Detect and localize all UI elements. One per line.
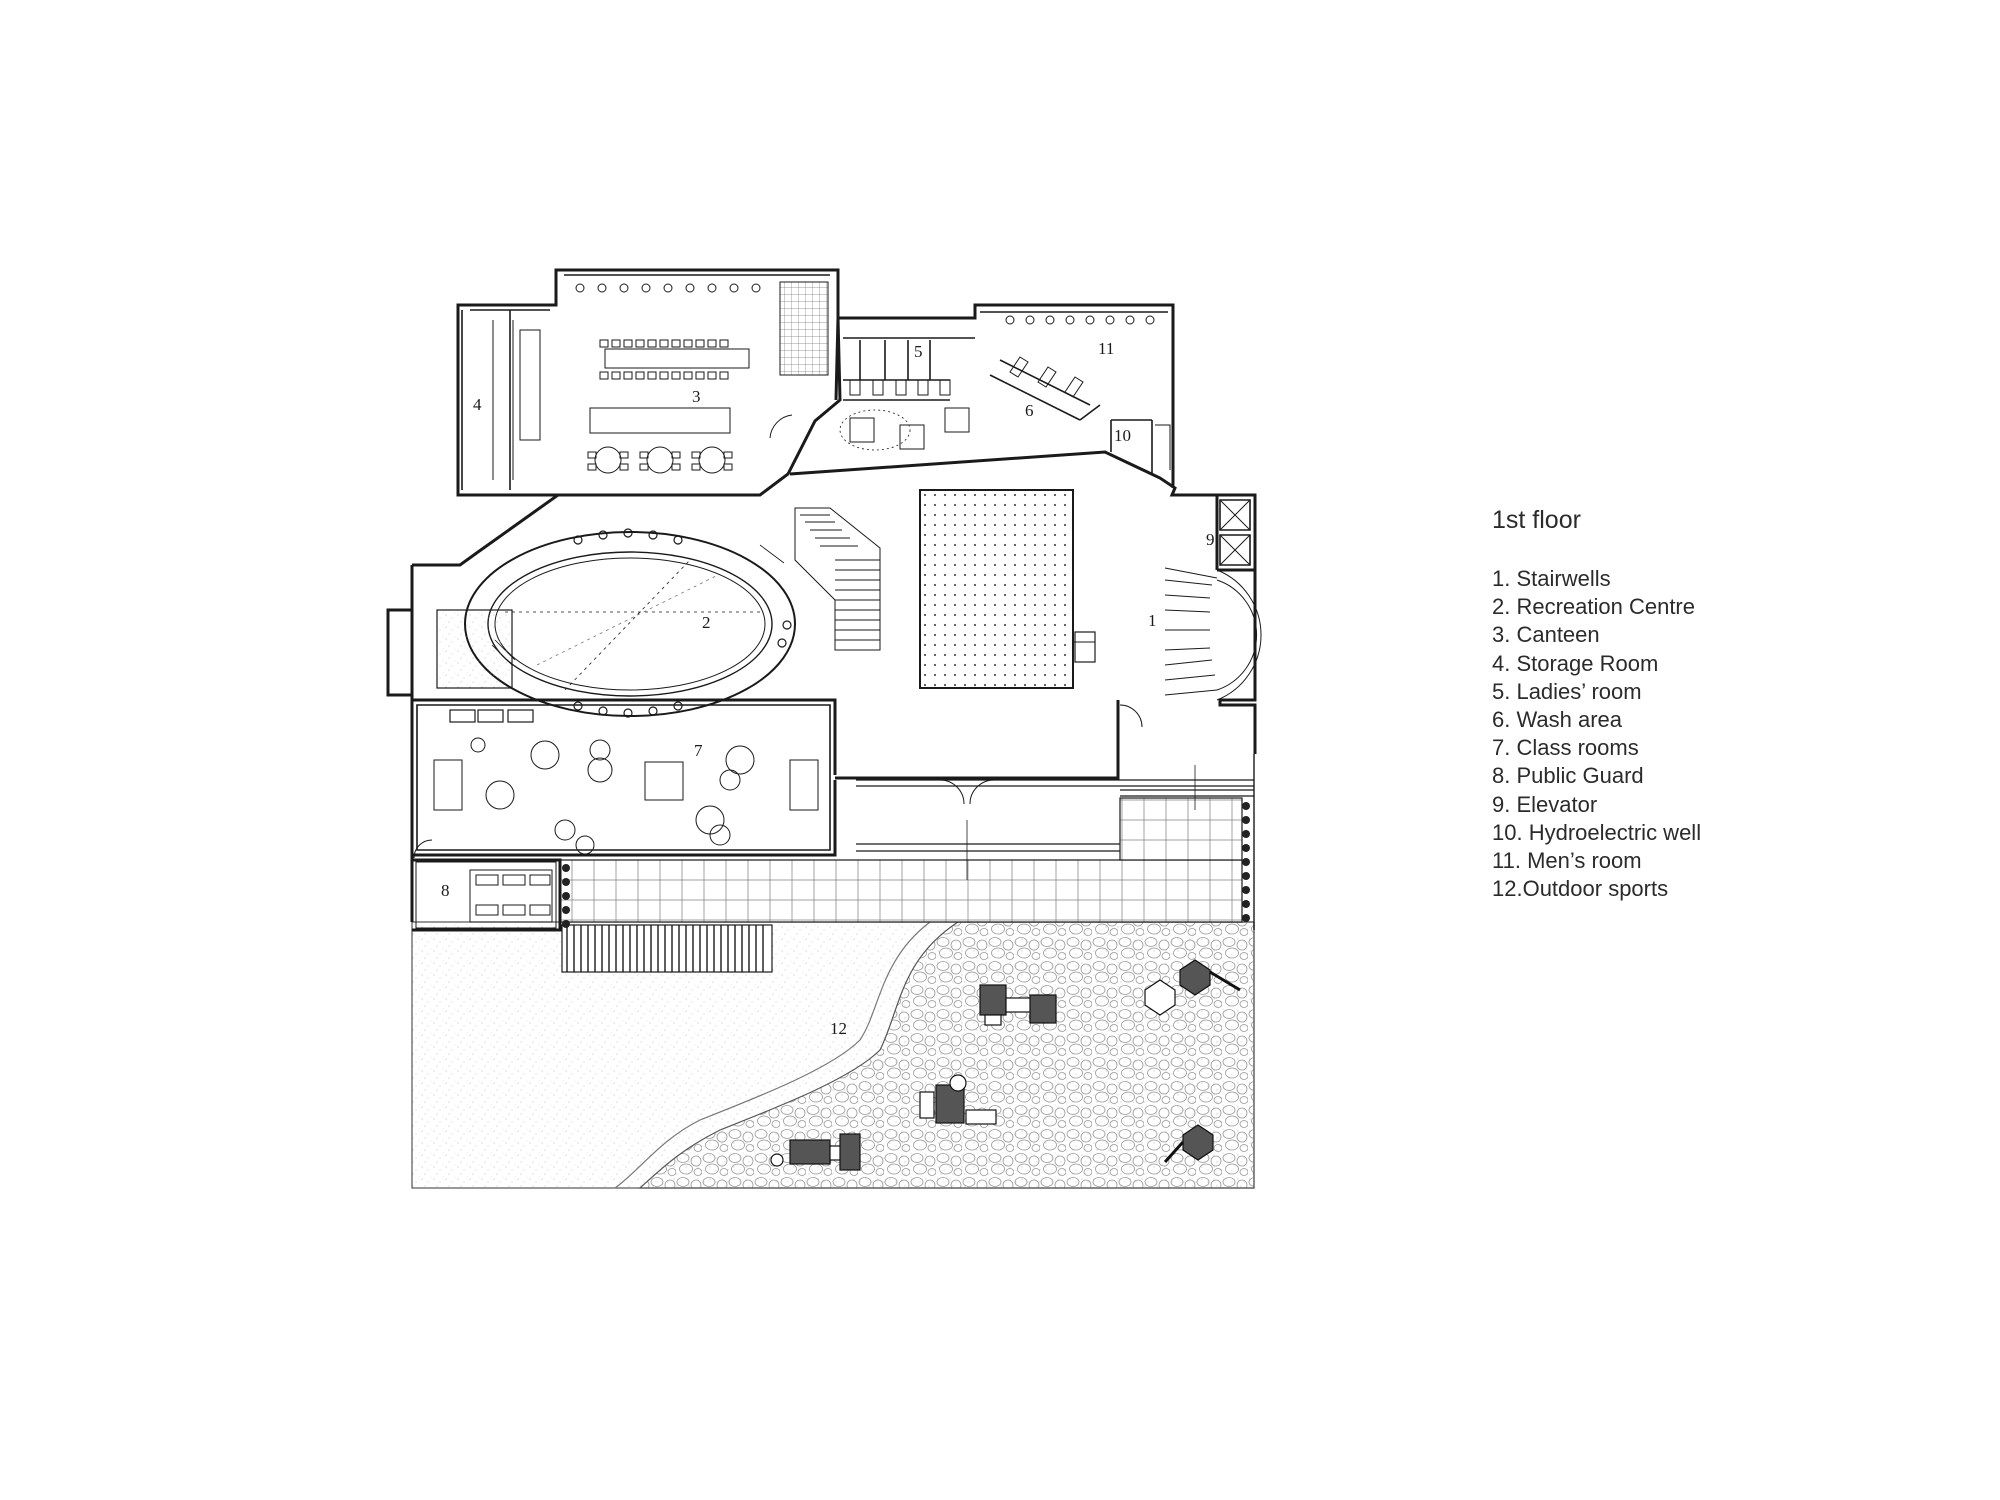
legend-item: 7. Class rooms: [1492, 735, 1639, 761]
legend-item: 10. Hydroelectric well: [1492, 819, 1702, 845]
seat-ring: [573, 528, 792, 718]
legend-item: 3. Canteen: [1492, 622, 1600, 648]
patio-pavers: [559, 754, 1255, 930]
legend: 1st floor 1. Stairwells 2. Recreation Ce…: [1492, 506, 1701, 903]
room-number-11: 11: [1098, 339, 1114, 358]
legend-item: 11. Men’s room: [1492, 848, 1642, 874]
room-number-5: 5: [914, 342, 923, 361]
legend-item: 5. Ladies’ room: [1492, 678, 1642, 704]
main-staircase: [794, 507, 1262, 701]
hedge-shrubs: [562, 802, 1250, 928]
canteen: [492, 281, 829, 480]
room-number-7: 7: [694, 741, 703, 760]
canteen-windows: [575, 283, 761, 293]
legend-item: 4. Storage Room: [1492, 650, 1659, 676]
restrooms: [839, 315, 1155, 451]
playground-equipment: [770, 959, 1241, 1171]
room-numbers: 1 2 3 4 5 6 7 8 9 10 11 12: [441, 339, 1215, 1038]
legend-item: 12.Outdoor sports: [1492, 876, 1669, 902]
room-number-10: 10: [1114, 426, 1131, 445]
room-number-2: 2: [702, 613, 711, 632]
room-number-12: 12: [830, 1019, 847, 1038]
building-walls: [386, 268, 1257, 932]
legend-item: 6. Wash area: [1492, 707, 1623, 733]
canteen-chairs: [599, 339, 729, 380]
room-number-9: 9: [1206, 530, 1215, 549]
recreation-centre: [436, 528, 796, 723]
outdoor-sports-area: [411, 921, 1255, 1189]
men-room-windows: [1005, 315, 1155, 325]
room-number-1: 1: [1148, 611, 1157, 630]
legend-item: 8. Public Guard: [1492, 763, 1644, 789]
room-number-3: 3: [692, 387, 701, 406]
legend-list: 1. Stairwells 2. Recreation Centre 3. Ca…: [1492, 565, 1701, 903]
legend-title: 1st floor: [1492, 506, 1581, 534]
class-rooms: [433, 737, 819, 855]
legend-item: 9. Elevator: [1492, 791, 1598, 817]
elevator-shafts: [1219, 499, 1251, 566]
bleacher-steps: [561, 924, 773, 973]
room-number-4: 4: [473, 395, 482, 414]
legend-item: 1. Stairwells: [1492, 566, 1611, 591]
round-tables: [587, 446, 733, 474]
atrium-void: [919, 489, 1074, 689]
legend-item: 2. Recreation Centre: [1492, 594, 1695, 620]
doors: [413, 414, 1143, 859]
hydroelectric-well: [1155, 424, 1171, 470]
room-number-8: 8: [441, 881, 450, 900]
room-number-6: 6: [1025, 401, 1034, 420]
public-guard: [469, 869, 553, 923]
